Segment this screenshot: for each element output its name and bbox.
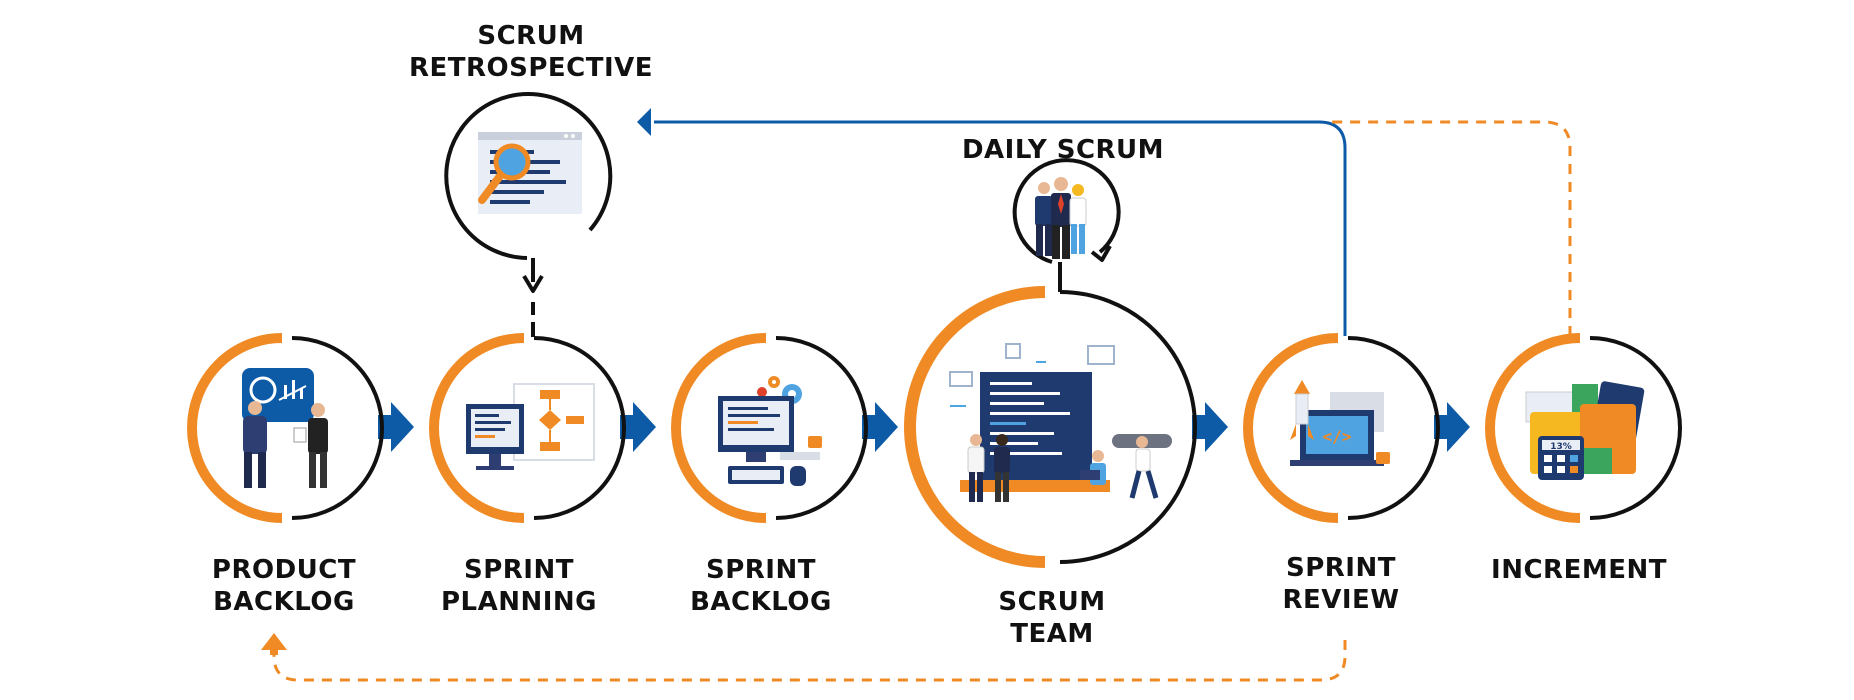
stage-label-line2: PLANNING: [441, 587, 597, 617]
review-to-retrospective-line: [654, 120, 1347, 336]
daily-scrum: DAILY SCRUM: [962, 135, 1164, 264]
magnifier-document-icon: [478, 132, 582, 214]
stage-label-line2: REVIEW: [1282, 585, 1399, 615]
stage-label-line1: SPRINT: [1286, 553, 1396, 583]
team-presenting-chart-icon: [242, 368, 328, 488]
stage-product-backlog: PRODUCT BACKLOG: [187, 333, 384, 617]
retrospective-label-line1: SCRUM: [477, 21, 584, 51]
arrow-team-to-review: [1192, 402, 1228, 452]
arrow-planning-to-sprint-backlog: [620, 402, 656, 452]
stage-label-line2: TEAM: [1010, 619, 1094, 649]
stage-label-line1: SPRINT: [706, 555, 816, 585]
stage-increment: 13% INCREMENT: [1485, 333, 1682, 585]
standing-team-icon: [1035, 177, 1087, 259]
review-to-backlog-dashed-line: [272, 640, 1347, 682]
monitor-flowchart-icon: [466, 383, 595, 470]
stage-sprint-review: </> SPRINT REVIEW: [1243, 333, 1440, 615]
stage-scrum-team: SCRUM TEAM: [904, 286, 1197, 649]
arrow-backlog-to-planning: [378, 402, 414, 452]
stage-label-line2: BACKLOG: [213, 587, 355, 617]
stage-label-line2: BACKLOG: [690, 587, 832, 617]
scrum-retrospective: SCRUM RETROSPECTIVE: [409, 21, 653, 260]
computer-gears-icon: [718, 376, 822, 486]
team-working-dashboard-icon: [949, 343, 1172, 502]
stage-label-line1: INCREMENT: [1491, 555, 1667, 585]
calculator-display: 13%: [1550, 442, 1572, 452]
stage-arrows: [378, 402, 1470, 452]
stage-label-line1: SPRINT: [464, 555, 574, 585]
backlog-arrow-head: [261, 633, 287, 650]
stage-sprint-backlog: SPRINT BACKLOG: [671, 333, 868, 617]
retrospective-arrow-head: [637, 108, 651, 136]
arrow-review-to-increment: [1434, 402, 1470, 452]
laptop-code-rocket-icon: </>: [1290, 380, 1390, 466]
increment-feedback-dashed-line: [1330, 120, 1572, 336]
stage-sprint-planning: SPRINT PLANNING: [429, 333, 626, 617]
laptop-code-symbol: </>: [1323, 427, 1352, 446]
arrow-sprint-backlog-to-team: [862, 402, 898, 452]
money-calculator-icon: 13%: [1525, 381, 1645, 480]
stage-label-line1: PRODUCT: [212, 555, 356, 585]
retrospective-label-line2: RETROSPECTIVE: [409, 53, 653, 83]
stage-label-line1: SCRUM: [998, 587, 1105, 617]
